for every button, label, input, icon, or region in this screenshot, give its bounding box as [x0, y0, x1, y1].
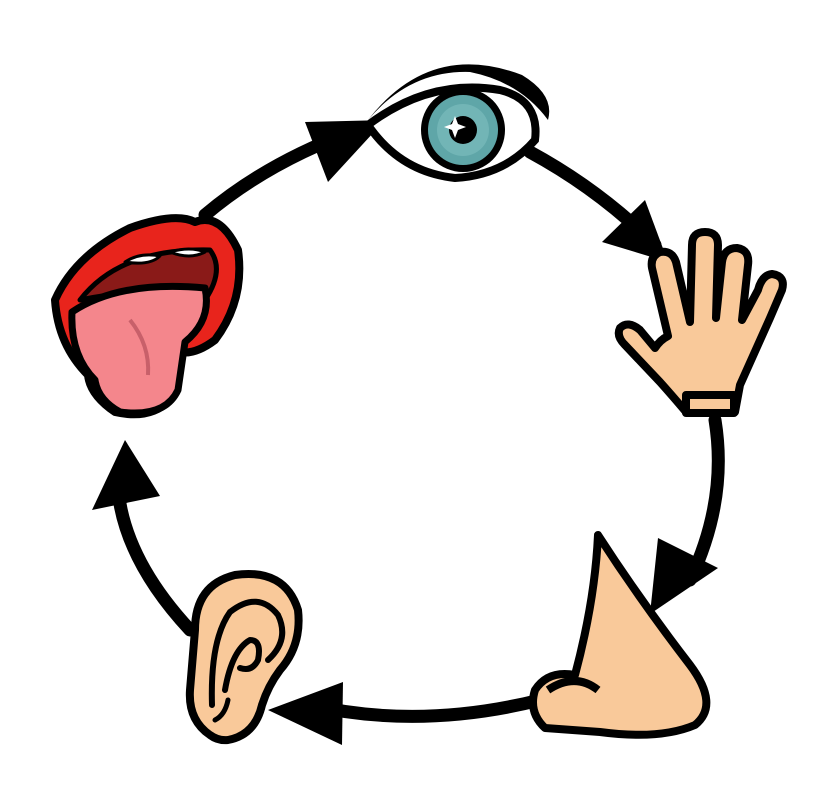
arrowhead-to-mouth [92, 440, 160, 510]
mouth-icon [51, 214, 244, 419]
arc-hand-to-nose [683, 413, 725, 587]
nose-icon [529, 531, 711, 739]
arrowhead-to-eye [305, 120, 385, 182]
arc-ear-to-mouth [111, 483, 197, 637]
arrowhead-to-nose [650, 538, 718, 614]
hand-icon [614, 228, 787, 417]
arrowhead-to-ear [268, 682, 343, 745]
arc-nose-to-ear [303, 693, 547, 723]
arrowhead-to-hand [602, 200, 668, 262]
eye-icon [362, 64, 550, 183]
ear-icon [185, 570, 303, 745]
arrowheads [92, 120, 718, 745]
